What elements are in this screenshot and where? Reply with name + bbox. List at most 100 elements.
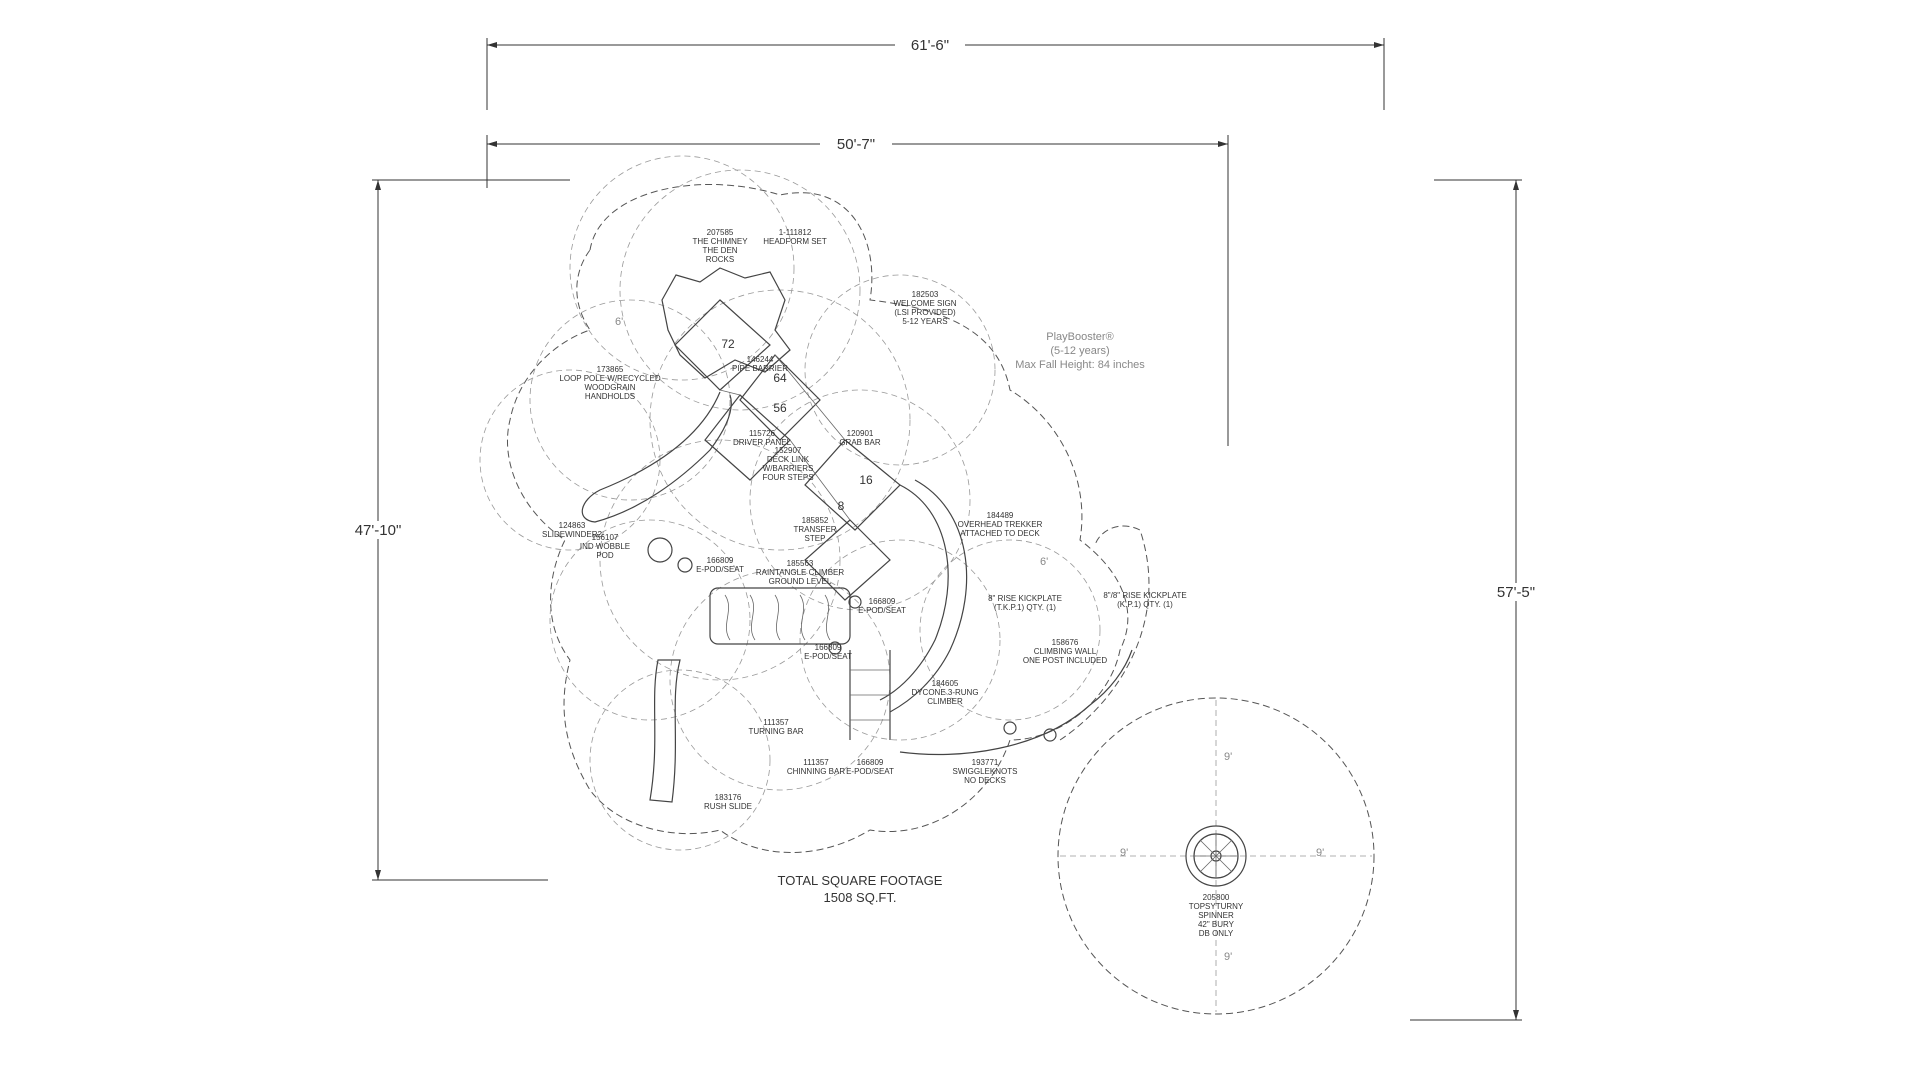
callout-line: DECK LINK [767, 455, 810, 464]
zone-mark-9ft-top: 9' [1224, 751, 1232, 763]
callout-line: LOOP POLE W/RECYCLED [559, 374, 660, 383]
callout-line: 166809 [707, 556, 734, 565]
dimension-right-height: 57'-5" [1410, 179, 1547, 1021]
callout-line: IND WOBBLE [580, 542, 630, 551]
callout-line: 183176 [715, 793, 742, 802]
deck-height-56: 56 [773, 401, 787, 415]
callout-line: THE DEN [702, 246, 737, 255]
swiggleknots [899, 649, 1133, 756]
rush-slide [649, 659, 681, 803]
callout-line: 205800 [1203, 893, 1230, 902]
dimension-inner-width: 50'-7" [486, 135, 1229, 446]
deck-height-8: 8 [838, 499, 845, 513]
deck-height-72: 72 [721, 337, 735, 351]
callout-line: DB ONLY [1199, 929, 1234, 938]
callout-line: HEADFORM SET [763, 237, 827, 246]
dimension-overall-width: 61'-6" [486, 36, 1385, 110]
callout-line: DYCONE 3-RUNG [911, 688, 978, 697]
callout-line: 184489 [987, 511, 1014, 520]
callout-line: 42" BURY [1198, 920, 1235, 929]
raintangle-climber [709, 587, 851, 645]
callout-line: CHINNING BAR [787, 767, 845, 776]
zone-mark-6ft-b: 6' [1040, 556, 1048, 568]
callout-kickplate-1: 8" RISE KICKPLATE(T.K.P.1) QTY. (1) [988, 594, 1062, 612]
callout-line: 184605 [932, 679, 959, 688]
callout-line: GRAB BAR [839, 438, 881, 447]
deck-height-64: 64 [773, 371, 787, 385]
zone-mark-9ft-left: 9' [1120, 847, 1128, 859]
climbing-wall-zone [1059, 525, 1150, 741]
dim-label-left-height: 47'-10" [355, 522, 402, 539]
callout-line: 173865 [597, 365, 624, 374]
callout-line: TOPSYTURNY [1189, 902, 1244, 911]
callout-line: 185563 [787, 559, 814, 568]
callout-line: SPINNER [1198, 911, 1234, 920]
footage-value: 1508 SQ.FT. [824, 890, 897, 905]
callout-line: CLIMBING WALL [1034, 647, 1097, 656]
callout-line: 182503 [912, 290, 939, 299]
callout-line: ROCKS [706, 255, 734, 264]
brand-ages: (5-12 years) [1050, 345, 1109, 357]
e-pod-seats [647, 537, 1057, 742]
dim-label-right-height: 57'-5" [1497, 584, 1535, 601]
callout-line: ATTACHED TO DECK [960, 529, 1040, 538]
callout-line: TURNING BAR [748, 727, 803, 736]
callout-line: TRANSFER [793, 525, 836, 534]
total-footage: TOTAL SQUARE FOOTAGE 1508 SQ.FT. [778, 873, 943, 905]
callout-line: 193771 [972, 758, 999, 767]
callout-line: STEP [805, 534, 826, 543]
brand-fall-height: Max Fall Height: 84 inches [1015, 359, 1145, 371]
callout-line: 146244 [747, 355, 774, 364]
dimension-left-height: 47'-10" [345, 179, 570, 881]
overhead-trekker-inner [889, 479, 968, 713]
callout-line: FOUR STEPS [762, 473, 813, 482]
callout-line: 111357 [763, 718, 789, 727]
callout-line: POD [596, 551, 614, 560]
zone-mark-9ft-bottom: 9' [1224, 951, 1232, 963]
callout-line: THE CHIMNEY [692, 237, 748, 246]
callout-line: 185852 [802, 516, 829, 525]
use-zone-boundary [506, 184, 1129, 853]
callout-line: 5-12 YEARS [902, 317, 947, 326]
callout-line: 115726 [749, 429, 776, 438]
deck-structure [674, 299, 901, 601]
callout-line: RAINTANGLE CLIMBER [756, 568, 845, 577]
callout-line: E-POD/SEAT [696, 565, 744, 574]
callout-line: 158676 [1052, 638, 1079, 647]
callout-line: (T.K.P.1) QTY. (1) [994, 603, 1056, 612]
callout-line: RUSH SLIDE [704, 802, 752, 811]
callout-line: W/BARRIERS [763, 464, 814, 473]
footage-title: TOTAL SQUARE FOOTAGE [778, 873, 943, 888]
callout-line: 166809 [869, 597, 896, 606]
callout-line: 124863 [559, 521, 586, 530]
callout-line: DRIVER PANEL [733, 438, 792, 447]
overhead-trekker [879, 484, 949, 701]
callout-line: 166809 [857, 758, 884, 767]
chimney-rock-shape [661, 267, 791, 379]
callout-line: SLIDEWINDER2 [542, 530, 603, 539]
callout-line: 1-111812 [779, 228, 812, 237]
callout-line: 8"/8" RISE KICKPLATE [1103, 591, 1186, 600]
callout-line: 120901 [847, 429, 874, 438]
slidewinder-slide [581, 391, 732, 523]
callout-line: 166809 [815, 643, 842, 652]
deck-height-16: 16 [859, 473, 873, 487]
dycone-climber [849, 650, 891, 740]
callout-line: HANDHOLDS [585, 392, 635, 401]
callout-line: E-POD/SEAT [804, 652, 852, 661]
